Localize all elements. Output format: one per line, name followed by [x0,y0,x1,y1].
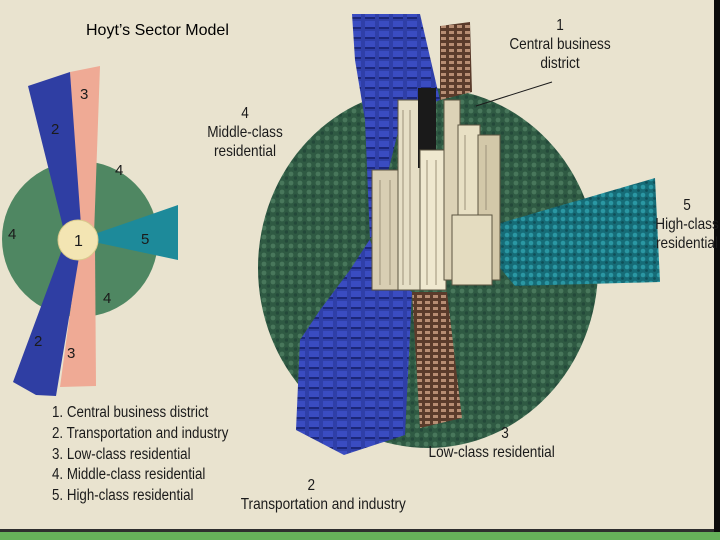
low-class-wedge-lower [60,239,96,387]
schematic-label-low-top: 3 [80,86,88,103]
schematic-label-transport-bottom: 2 [34,333,42,350]
low-class-area-top [440,22,472,100]
high-class-wedge [80,205,178,260]
high-class-area [470,178,660,286]
transportation-area [296,14,440,455]
callout-transport-line1: Transportation and industry [240,496,406,513]
callout-transport-number: 2 [307,477,316,494]
callout-transport: 2 Transportation and industry [240,476,406,514]
legend-item-2: 2. Transportation and industry [52,424,229,442]
callout-low-number: 3 [501,425,509,442]
callout-high-number: 5 [683,197,691,214]
callout-middle: 4 Middle-class residential [198,104,292,161]
callout-low-line1: Low-class residential [428,444,555,461]
callout-high: 5 High-class residential [654,196,720,253]
cbd-buildings [371,88,501,291]
callout-cbd: 1 Central business district [509,16,611,73]
panel-bottom-edge [0,529,714,532]
slide-title: Hoyt’s Sector Model [86,22,229,39]
schematic-label-cbd: 1 [74,233,83,250]
legend: 1. Central business district 2. Transpor… [52,403,257,507]
callout-middle-line1: Middle-class [207,124,283,141]
schematic-label-middle-upper: 4 [115,162,123,179]
callout-high-line2: residential [656,235,718,252]
callout-cbd-line2: district [540,55,580,72]
legend-item-5: 5. High-class residential [52,487,194,505]
callout-middle-number: 4 [241,105,249,122]
callout-middle-line2: residential [214,143,276,160]
schematic-label-low-bottom: 3 [67,345,75,362]
callout-cbd-line1: Central business [509,36,611,53]
legend-item-1: 1. Central business district [52,404,209,421]
callout-low: 3 Low-class residential [428,424,555,462]
cbd-circle [57,219,99,261]
schematic-label-middle-lower: 4 [103,290,111,307]
legend-item-4: 4. Middle-class residential [52,466,206,484]
schematic-label-middle-left: 4 [8,226,16,243]
callout-cbd-number: 1 [556,17,564,34]
schematic-label-high: 5 [141,231,149,248]
leader-line-cbd [475,81,553,107]
schematic-label-transport-top: 2 [51,121,59,138]
panel-edge-shadow [714,0,720,532]
low-class-area-bottom [412,292,462,428]
transportation-band [13,72,82,396]
legend-item-3: 3. Low-class residential [52,445,191,463]
callout-high-line1: High-class [655,216,719,233]
bottom-accent-bar [0,532,720,540]
